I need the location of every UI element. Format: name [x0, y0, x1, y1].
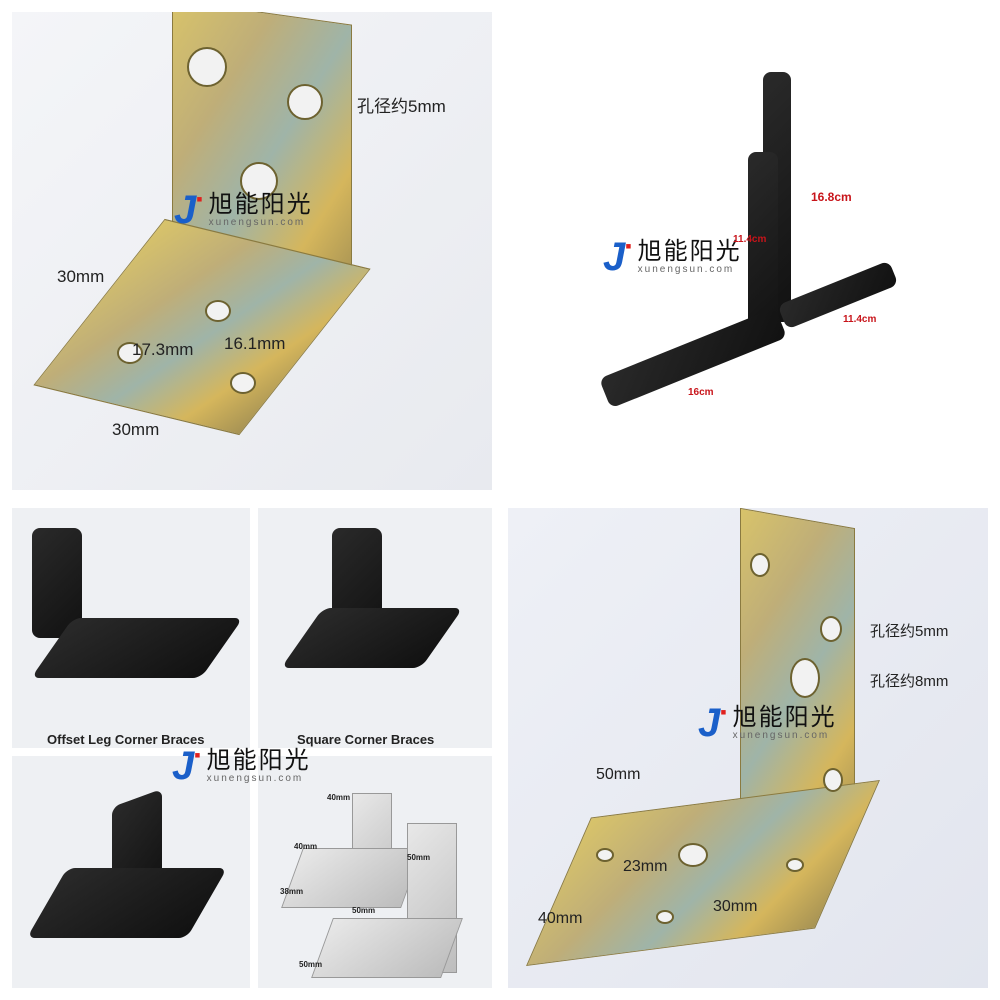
dimension-label: 30mm: [713, 898, 758, 915]
hole: [117, 342, 143, 364]
hole: [786, 858, 804, 872]
brace: [26, 868, 228, 938]
dimension-label: 40mm: [327, 793, 351, 802]
silver-brace: [311, 918, 463, 978]
hole: [790, 658, 820, 698]
dimension-label: 30mm: [57, 267, 105, 286]
hole: [187, 47, 227, 87]
brand-name: 旭能阳光: [206, 746, 311, 774]
panel-corner-brace-types: Offset Leg Corner Braces Square Corner B…: [12, 508, 492, 988]
hole: [240, 162, 278, 200]
dimension-label: 50mm: [596, 766, 641, 783]
brand-url: xunengsun.com: [732, 729, 830, 741]
dimension-label: 40mm: [538, 910, 583, 927]
brand-url: xunengsun.com: [206, 772, 304, 784]
bracket-base-leg: [777, 260, 899, 330]
brand-name: 旭能阳光: [732, 703, 837, 731]
hole: [596, 848, 614, 862]
hole-size-label: 孔径约5mm: [357, 97, 446, 116]
dimension-label: 30mm: [112, 420, 160, 439]
caption-offset-leg: Offset Leg Corner Braces: [47, 732, 205, 747]
hole-size-label: 孔径约8mm: [870, 673, 949, 690]
dimension-label: 16.1mm: [224, 334, 286, 353]
hole: [205, 300, 231, 322]
brand-name: 旭能阳光: [208, 190, 313, 218]
dimension-label: 11.4cm: [733, 234, 767, 245]
divider: [12, 748, 492, 756]
silver-brace: [281, 848, 423, 908]
hole: [230, 372, 256, 394]
caption-square: Square Corner Braces: [297, 732, 435, 747]
brand-url: xunengsun.com: [637, 263, 735, 275]
dimension-label: 50mm: [352, 906, 376, 915]
dimension-label: 40mm: [294, 842, 318, 851]
dimension-label: 50mm: [407, 853, 431, 862]
hole: [820, 616, 842, 642]
dimension-label: 16cm: [688, 387, 714, 398]
hole: [678, 843, 708, 867]
bracket-horizontal-leg: [526, 779, 880, 967]
hole: [750, 553, 770, 577]
hole: [823, 768, 843, 792]
dimension-label: 16.8cm: [811, 190, 852, 204]
brand-url: xunengsun.com: [208, 216, 306, 228]
hole-size-label: 孔径约5mm: [870, 623, 949, 640]
square-brace: [280, 608, 464, 668]
dimension-label: 23mm: [623, 858, 668, 875]
hole: [287, 84, 323, 120]
dimension-label: 17.3mm: [132, 340, 194, 359]
dimension-label: 38mm: [280, 887, 304, 896]
brand-name: 旭能阳光: [637, 237, 742, 265]
dimension-label: 11.4cm: [843, 314, 877, 325]
hole: [656, 910, 674, 924]
dimension-label: 50mm: [299, 960, 323, 969]
